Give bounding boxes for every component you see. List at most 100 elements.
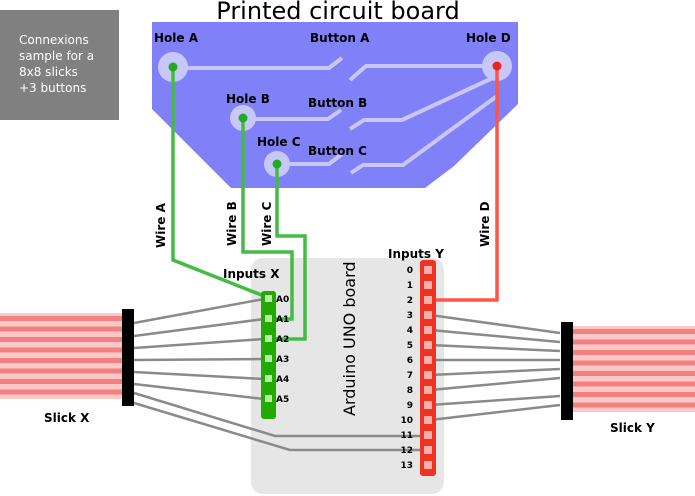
slick-y-ribbon <box>572 326 695 412</box>
trace-b-right <box>348 74 498 131</box>
slick-y-label: Slick Y <box>610 421 655 435</box>
x-pin-slot <box>265 395 272 402</box>
x-pin-label: A0 <box>276 295 289 305</box>
wire-d-label: Wire D <box>478 201 492 247</box>
y-pin-label: 3 <box>407 311 413 321</box>
header-x-pins <box>265 295 272 402</box>
y-pin-slot <box>424 431 432 439</box>
y-pin-labels: 0 1 2 3 4 5 6 7 8 9 10 11 12 13 <box>400 266 413 471</box>
wire-c-label: Wire C <box>260 201 274 246</box>
wire-d-path <box>430 66 499 302</box>
green-wire-ends <box>168 62 282 169</box>
y-pin-slot <box>424 371 432 379</box>
trace-c-left <box>277 152 344 166</box>
header-y <box>420 260 436 476</box>
x-pin-slot <box>265 295 272 302</box>
ribbon-stripe <box>0 316 124 321</box>
ribbon-stripe <box>572 392 695 397</box>
trace-a-left <box>173 56 344 70</box>
x-pin-label: A4 <box>276 375 289 385</box>
gray-wires-x <box>133 297 425 452</box>
y-pin-slot <box>424 386 432 394</box>
ribbon-stripe <box>0 347 124 353</box>
ribbon-stripe <box>0 368 124 374</box>
slick-y-connector <box>561 322 573 420</box>
ribbon-stripe <box>0 379 124 384</box>
slick-x-label: Slick X <box>44 411 90 425</box>
slick-x <box>0 309 134 406</box>
y-pin-label: 1 <box>407 281 413 291</box>
trace-b-left <box>243 108 343 121</box>
ribbon-stripe <box>572 381 695 387</box>
ribbon-stripe <box>572 371 695 376</box>
arduino-label: Arduino UNO board <box>340 261 359 416</box>
slick-x-ribbon <box>0 313 124 399</box>
x-pin-label: A3 <box>276 355 289 365</box>
ribbon-stripe <box>0 358 124 363</box>
y-pin-label: 9 <box>407 401 413 411</box>
y-pin-slot <box>424 356 432 364</box>
wire-b-label: Wire B <box>225 201 239 246</box>
note-line: 8x8 slicks <box>19 65 78 79</box>
y-pin-slot <box>424 281 432 289</box>
note-line: sample for a <box>19 49 95 63</box>
x-pin-slot <box>265 375 272 382</box>
y-pin-label: 10 <box>400 416 413 426</box>
ribbon-stripe <box>0 337 124 342</box>
hole-c-label: Hole C <box>257 135 301 149</box>
gray-wires-y <box>429 313 561 422</box>
slick-y <box>561 322 695 420</box>
button-b-label: Button B <box>308 96 367 110</box>
y-pin-label: 5 <box>407 341 413 351</box>
ribbon-stripe <box>572 360 695 366</box>
button-c-label: Button C <box>308 144 367 158</box>
wire-c-path <box>269 164 307 341</box>
y-pin-label: 13 <box>400 461 413 471</box>
wire-a-label: Wire A <box>154 202 168 248</box>
y-pin-label: 11 <box>400 431 413 441</box>
y-pin-slot <box>424 296 432 304</box>
y-pin-label: 2 <box>407 296 413 306</box>
ribbon-stripe <box>572 350 695 355</box>
y-pin-label: 6 <box>407 356 413 366</box>
y-pin-slot <box>424 326 432 334</box>
hole-d-label: Hole D <box>466 31 511 45</box>
hole-a-label: Hole A <box>154 31 199 45</box>
ribbon-stripe <box>0 326 124 332</box>
info-note: Connexions sample for a 8x8 slicks +3 bu… <box>0 10 119 120</box>
hole-b-label: Hole B <box>226 92 270 106</box>
wire-b-path <box>241 118 294 321</box>
y-pin-label: 4 <box>407 326 413 336</box>
header-y-pins <box>424 266 432 469</box>
x-pin-label: A2 <box>276 335 289 345</box>
slick-x-stripes <box>0 316 124 395</box>
x-pin-slot <box>265 315 272 322</box>
ribbon-stripe <box>572 339 695 345</box>
note-line: +3 buttons <box>19 81 87 95</box>
ribbon-stripe <box>572 402 695 408</box>
x-pin-slot <box>265 335 272 342</box>
slick-y-stripes <box>572 329 695 408</box>
y-pin-label: 0 <box>407 266 413 276</box>
ribbon-stripe <box>572 329 695 334</box>
x-pin-slot <box>265 355 272 362</box>
note-line: Connexions <box>19 33 89 47</box>
ribbon-stripe <box>0 389 124 395</box>
y-pin-label: 12 <box>400 446 413 456</box>
inputs-x-label: Inputs X <box>223 267 280 281</box>
slick-x-connector <box>122 309 134 406</box>
y-pin-slot <box>424 266 432 274</box>
trace-a-right <box>348 64 497 82</box>
y-pin-slot <box>424 416 432 424</box>
y-pin-label: 7 <box>407 371 413 381</box>
y-pin-slot <box>424 461 432 469</box>
trace-c-right <box>349 94 499 175</box>
x-pin-label: A5 <box>276 395 289 405</box>
y-pin-slot <box>424 446 432 454</box>
x-pin-label: A1 <box>276 315 289 325</box>
y-pin-slot <box>424 341 432 349</box>
pcb-title: Printed circuit board <box>216 0 459 25</box>
pcb-traces <box>173 56 499 175</box>
button-a-label: Button A <box>310 31 370 45</box>
